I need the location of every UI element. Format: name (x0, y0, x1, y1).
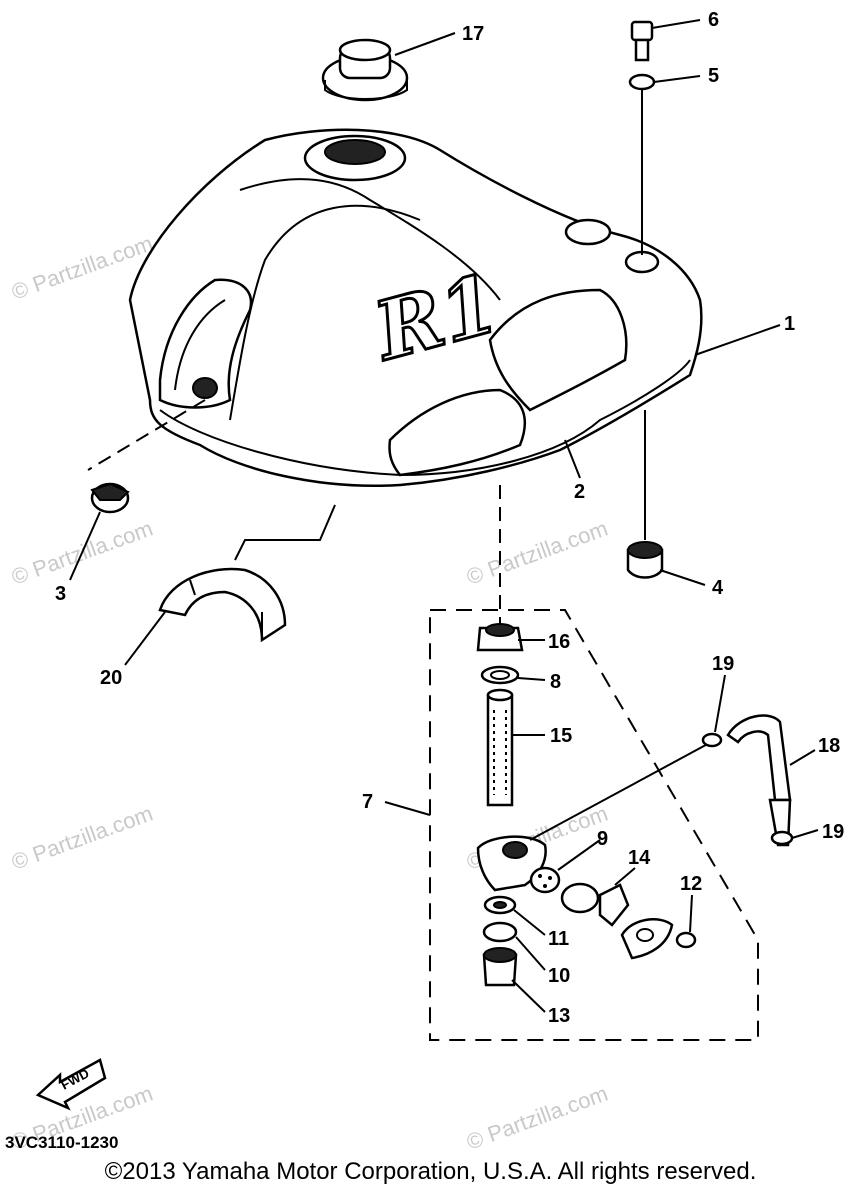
fuel-cap (321, 38, 409, 102)
callout-5: 5 (708, 65, 719, 87)
sediment-cup (482, 947, 518, 987)
callout-19-top: 19 (712, 653, 734, 675)
watermark: © Partzilla.com (8, 801, 156, 875)
fuel-hose (726, 714, 792, 847)
damper-grommet (626, 541, 664, 579)
hose-clip (770, 830, 794, 846)
diagram-code: 3VC3110-1230 (5, 1133, 118, 1152)
callout-20: 20 (100, 667, 122, 689)
callout-10: 10 (548, 965, 570, 987)
callouts: 17 6 5 1 2 3 4 20 16 8 15 7 9 14 12 11 1… (55, 9, 844, 1027)
lever (560, 882, 630, 927)
gasket (480, 665, 520, 685)
petcock-assembly-outline (429, 609, 759, 1041)
callout-3: 3 (55, 583, 66, 605)
cup-gasket (482, 921, 518, 943)
fuel-tank: R1 (128, 128, 703, 487)
tank-band (158, 567, 287, 643)
leader-lines (69, 19, 819, 1013)
callout-19-bottom: 19 (822, 821, 844, 843)
callout-16: 16 (548, 631, 570, 653)
callout-4: 4 (712, 577, 724, 599)
callout-17: 17 (462, 23, 484, 45)
callout-11: 11 (548, 928, 569, 950)
screw (675, 931, 697, 949)
forward-arrow: FWD (35, 1058, 107, 1111)
washer (628, 73, 656, 91)
callout-8: 8 (550, 671, 561, 693)
callout-14: 14 (628, 847, 651, 869)
hose-clip (701, 732, 723, 748)
cover-plate (620, 918, 674, 960)
callout-2: 2 (574, 481, 585, 503)
front-damper (90, 482, 130, 514)
callout-9: 9 (597, 828, 608, 850)
watermark: © Partzilla.com (463, 516, 611, 590)
nut (476, 623, 524, 652)
callout-1: 1 (784, 313, 795, 335)
bolt (630, 20, 654, 62)
strainer (486, 688, 514, 807)
callout-18: 18 (818, 735, 840, 757)
callout-15: 15 (550, 725, 572, 747)
valve-gasket (529, 866, 561, 894)
callout-6: 6 (708, 9, 719, 31)
watermark: © Partzilla.com (463, 1081, 611, 1155)
callout-7: 7 (362, 791, 373, 813)
o-ring (483, 895, 517, 915)
petcock-body (476, 835, 547, 892)
callout-12: 12 (680, 873, 702, 895)
callout-13: 13 (548, 1005, 570, 1027)
copyright-notice: ©2013 Yamaha Motor Corporation, U.S.A. A… (104, 1158, 757, 1185)
